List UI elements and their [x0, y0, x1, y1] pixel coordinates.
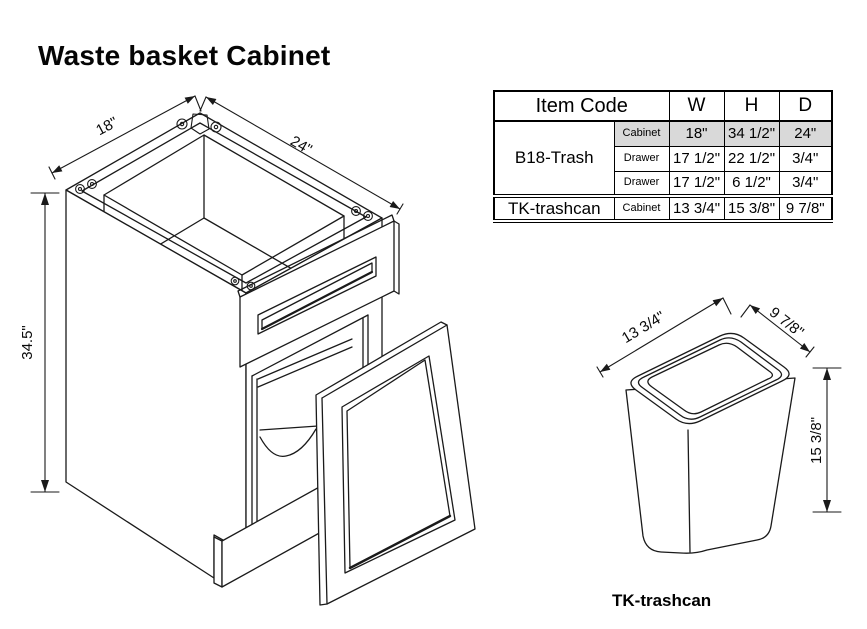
- h-cell: 15 3/8": [723, 194, 780, 222]
- cabinet-door: [315, 321, 476, 606]
- trashcan-drawing: [596, 297, 842, 554]
- item-cell: B18-Trash: [493, 120, 615, 197]
- table-row: TK-trashcan Cabinet 13 3/4" 15 3/8" 9 7/…: [493, 194, 833, 222]
- part-cell: Drawer: [613, 145, 670, 172]
- h-cell: 34 1/2": [723, 120, 780, 147]
- d-cell: 3/4": [778, 145, 833, 172]
- header-h: H: [723, 90, 780, 122]
- part-cell: Cabinet: [613, 194, 670, 222]
- cabinet-drawing: [30, 95, 476, 606]
- page-title: Waste basket Cabinet: [38, 40, 331, 71]
- cabinet-height-dim-label: 34.5": [18, 325, 36, 360]
- trashcan-height-dim-label: 15 3/8": [808, 416, 826, 465]
- part-cell: Cabinet: [613, 120, 670, 147]
- trashcan-rim: [630, 332, 790, 425]
- w-cell: 17 1/2": [668, 145, 725, 172]
- spec-table: Item Code W H D B18-Trash Cabinet 18" 34…: [493, 90, 834, 223]
- cabinet-drawer-front: [237, 214, 400, 368]
- trashcan-caption: TK-trashcan: [612, 591, 712, 610]
- d-cell: 24": [778, 120, 833, 147]
- item-cell: TK-trashcan: [493, 194, 615, 222]
- header-item-code: Item Code: [493, 90, 670, 122]
- trashcan-dimension-lines: [596, 297, 842, 513]
- header-d: D: [778, 90, 833, 122]
- table-row: B18-Trash Cabinet 18" 34 1/2" 24": [493, 120, 833, 197]
- part-cell: Drawer: [613, 170, 670, 197]
- cabinet-corner-screws: [75, 113, 373, 291]
- cabinet-dimension-lines: [30, 95, 404, 493]
- cabinet-left-panel: [65, 189, 247, 579]
- w-cell: 18": [668, 120, 725, 147]
- table-row: Drawer 17 1/2" 6 1/2" 3/4": [494, 170, 833, 197]
- d-cell: 3/4": [778, 170, 833, 197]
- d-cell: 9 7/8": [778, 194, 833, 222]
- header-w: W: [668, 90, 725, 122]
- cabinet-dimension-arrows: [41, 96, 400, 492]
- table-header-row: Item Code W H D: [493, 90, 833, 122]
- h-cell: 6 1/2": [723, 170, 780, 197]
- w-cell: 13 3/4": [668, 194, 725, 222]
- trashcan-dimension-arrows: [600, 298, 831, 512]
- w-cell: 17 1/2": [668, 170, 725, 197]
- h-cell: 22 1/2": [723, 145, 780, 172]
- trashcan-body: [625, 377, 796, 554]
